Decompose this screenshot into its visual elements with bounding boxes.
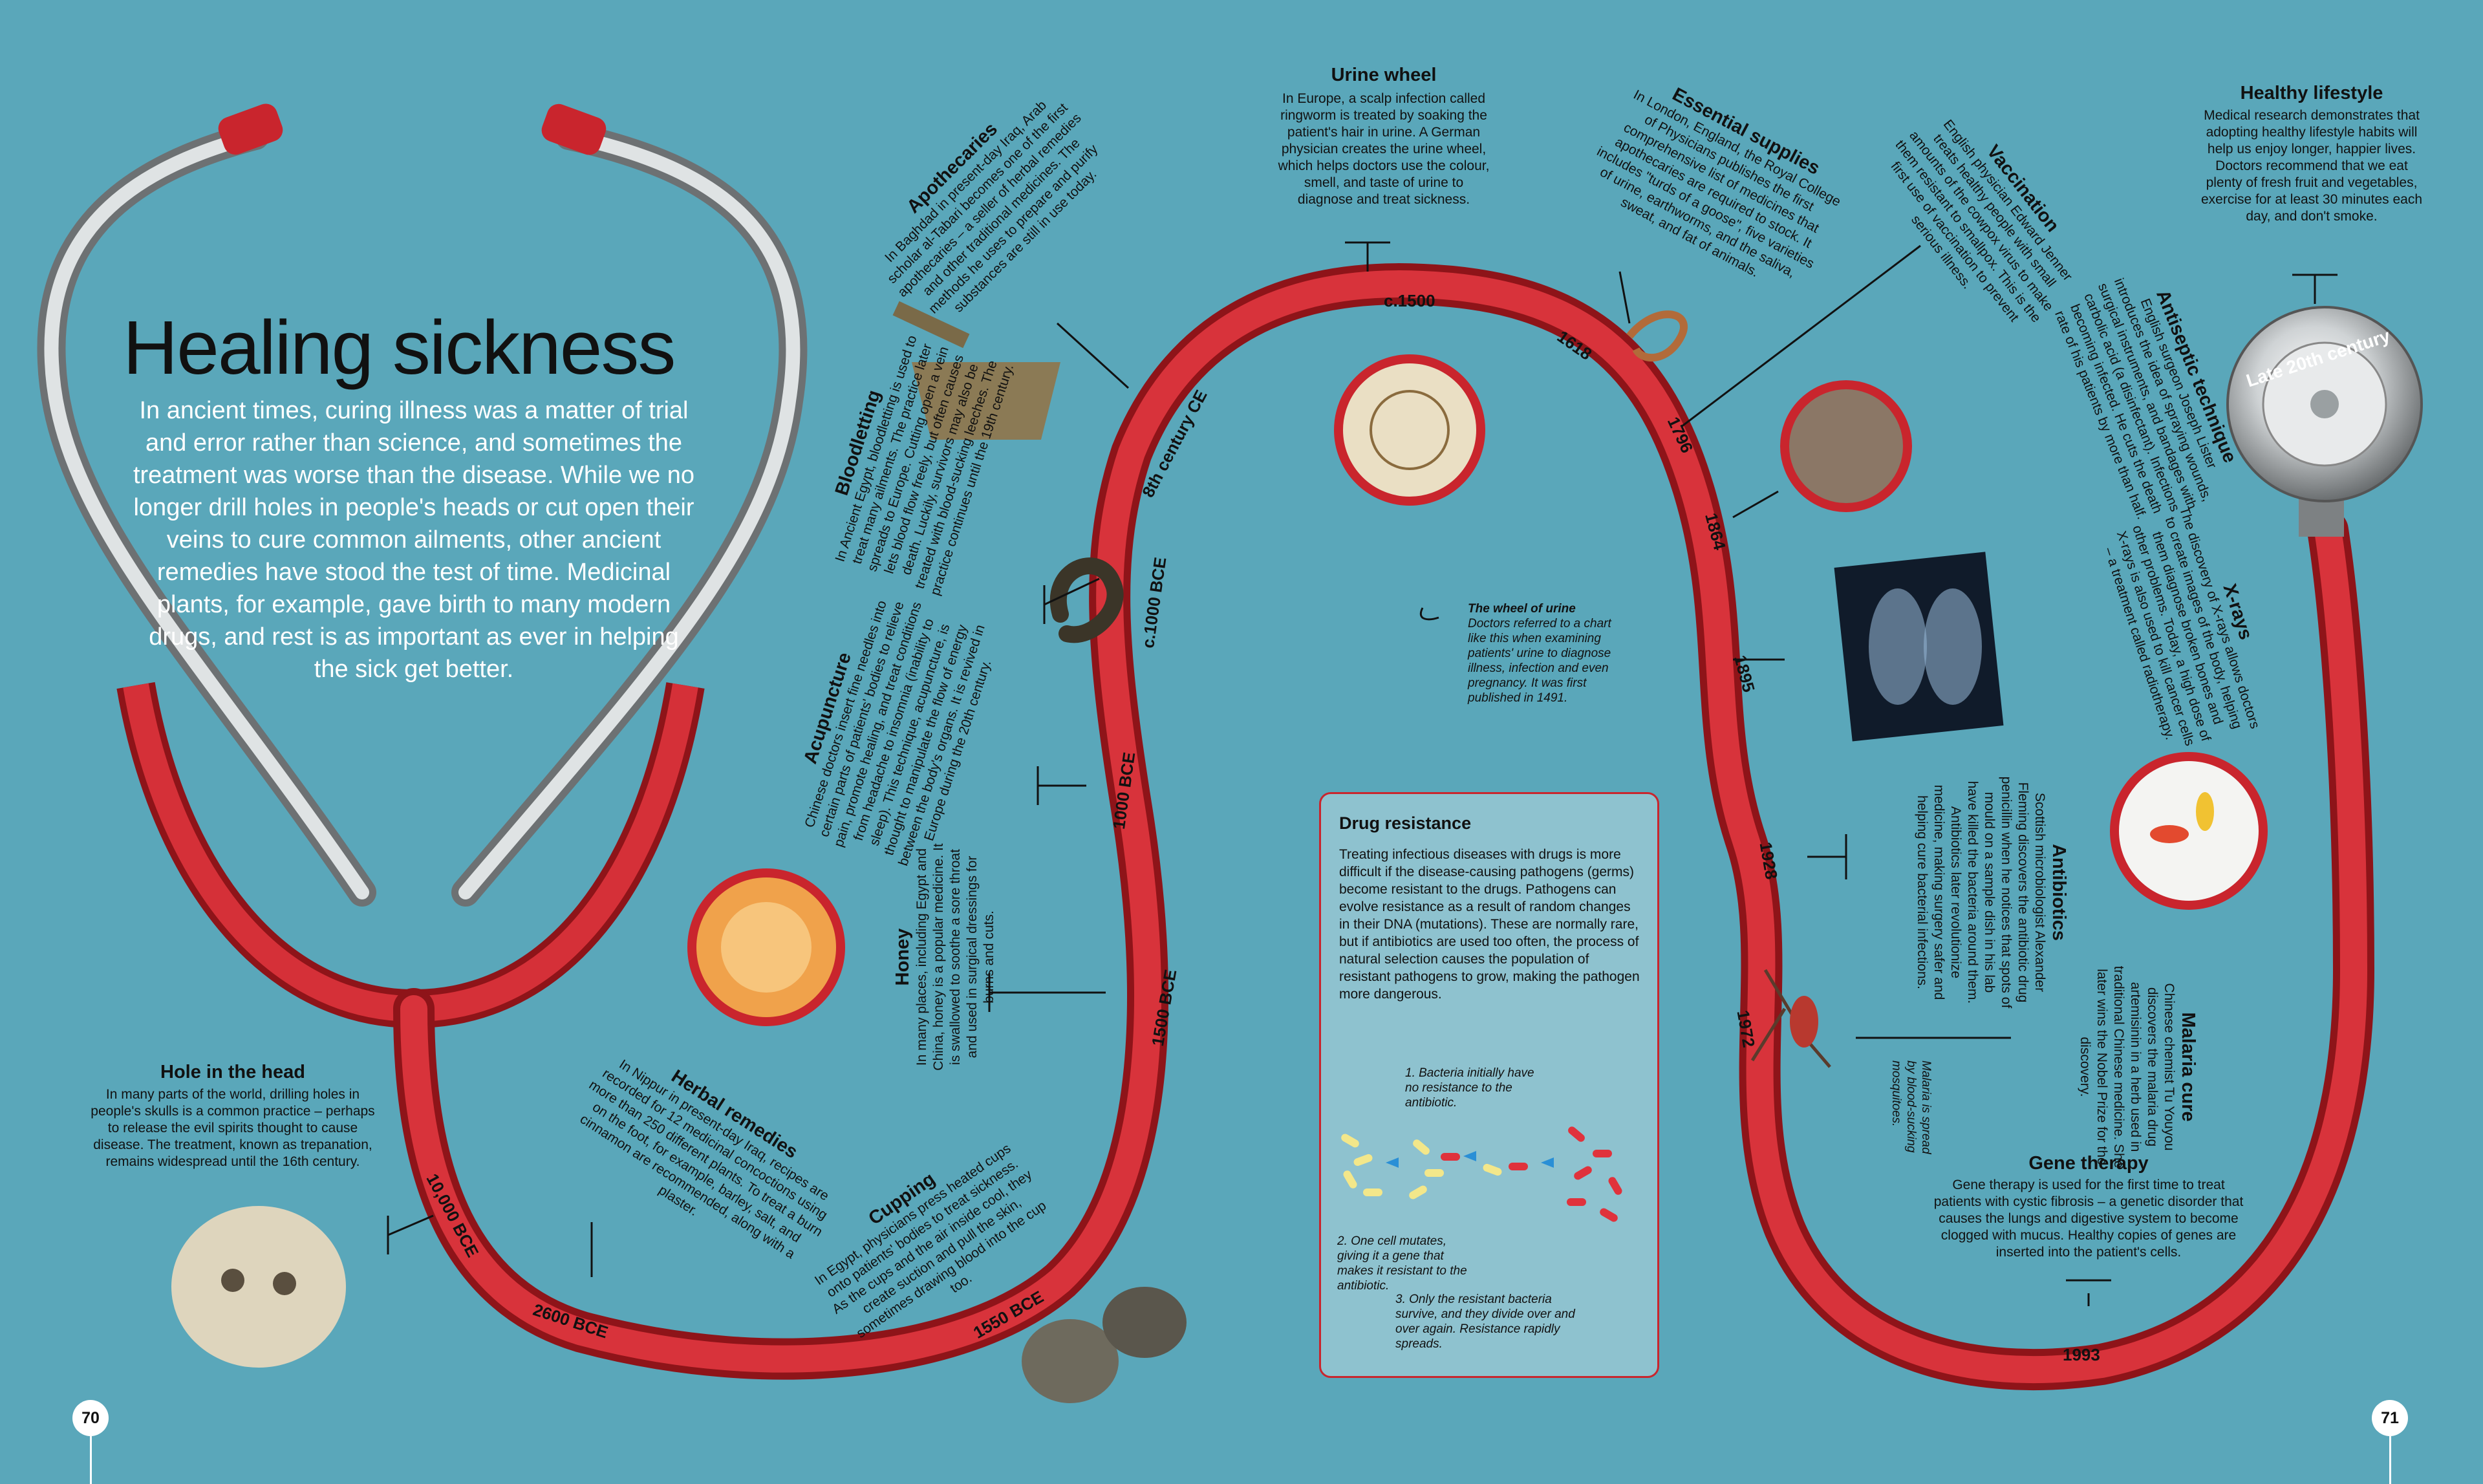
drug-step-2: 2. One cell mutates, giving it a gene th… [1337,1234,1467,1293]
antibiotics-text: Scottish microbiologist Alexander Flemin… [1915,776,2047,1009]
antiseptic-image [1780,380,1912,512]
page-number-left: 70 [72,1400,109,1436]
gene-heading: Gene therapy [2028,1153,2149,1174]
wheel-note: The wheel of urine Doctors referred to a… [1468,601,1617,705]
ear-tip-right [541,103,607,155]
malaria-text: Chinese chemist Tu Youyou discovers the … [2078,965,2177,1168]
page-title: Healing sickness [123,305,676,391]
drug-resistance-text: Treating infectious diseases with drugs … [1339,847,1640,1002]
cupping-cups-image [1022,1319,1119,1403]
antibiotics-image [2110,752,2268,910]
wheel-note-heading: The wheel of urine [1468,602,1576,616]
skull-image [171,1206,346,1368]
leech-image [1049,557,1124,643]
page-number-right: 71 [2372,1400,2408,1436]
antibiotics-heading: Antibiotics [2048,844,2069,941]
earthworm-image [1626,310,1688,361]
date-1993: 1993 [2063,1345,2100,1364]
gene-text: Gene therapy is used for the first time … [1933,1178,2244,1260]
drug-resistance-heading: Drug resistance [1339,813,1472,833]
malaria-heading: Malaria cure [2178,1012,2198,1122]
drug-step-1: 1. Bacteria initially have no resistance… [1405,1066,1534,1110]
connector-lines [387,241,2338,1306]
date-c1500: c.1500 [1384,291,1435,310]
antibiotics-entry: Antibiotics Scottish microbiologist Alex… [1913,776,2069,1009]
drug-resistance-panel: Drug resistance Treating infectious dise… [1319,792,1659,1378]
urine-text: In Europe, a scalp infection called ring… [1278,91,1490,207]
bacteria-diagram [1341,1126,1622,1222]
healthy-heading: Healthy lifestyle [2240,83,2383,103]
wheel-note-text: Doctors referred to a chart like this wh… [1468,617,1611,705]
intro-text: In ancient times, curing illness was a m… [133,397,695,683]
ear-tip-left [218,103,283,155]
urine-wheel-image [1334,354,1485,506]
hole-text: In many parts of the world, drilling hol… [91,1087,375,1169]
mortar-image [912,362,1060,440]
drug-step-3: 3. Only the resistant bacteria survive, … [1395,1293,1575,1351]
healthy-text: Medical research demonstrates that adopt… [2200,108,2422,224]
urine-heading: Urine wheel [1331,65,1437,85]
hole-heading: Hole in the head [160,1062,305,1082]
malaria-entry: Malaria cure Chinese chemist Tu Youyou d… [2076,963,2198,1170]
